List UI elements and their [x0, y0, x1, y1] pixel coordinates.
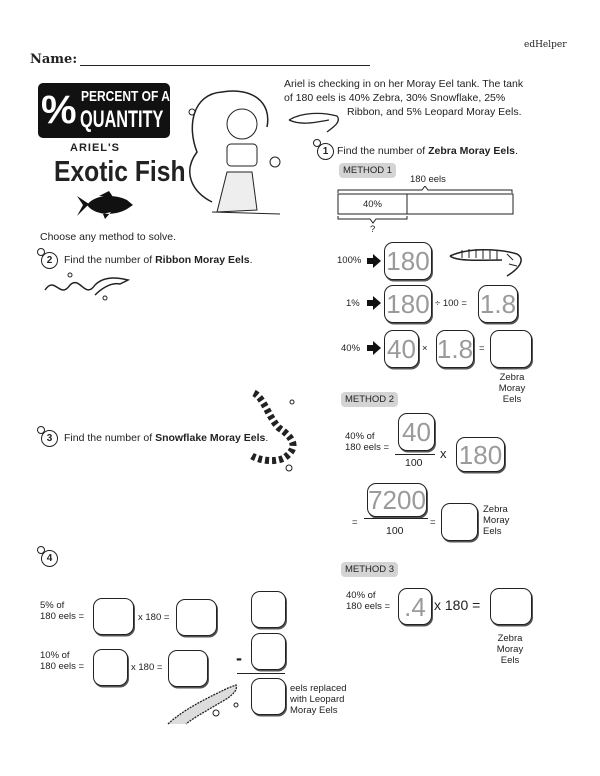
intro-line2: of 180 eels is 40% Zebra, 30% Snowflake,… [284, 92, 506, 104]
row3-box1[interactable]: 40 [384, 330, 419, 368]
q4-subtract-top-box[interactable] [251, 591, 286, 628]
q4-result-box[interactable] [251, 678, 286, 715]
q4-row1-box1[interactable] [93, 598, 134, 635]
row2-percent: 1% [346, 298, 360, 309]
name-label: Name: [30, 52, 78, 67]
row2-box[interactable]: 180 [384, 285, 432, 323]
fraction-bar [364, 518, 428, 519]
method-2-label: METHOD 2 [341, 392, 399, 407]
subtraction-line [237, 673, 285, 674]
method2-equals2: = [430, 517, 436, 528]
zebra-eel-illustration [449, 248, 522, 277]
q4-row1-box2[interactable] [176, 599, 217, 636]
bar-total-label: 180 eels [410, 174, 446, 185]
method2-denominator: 100 [405, 457, 423, 469]
percent-symbol: % [41, 88, 77, 132]
q4-subtract-bottom-box[interactable] [251, 633, 286, 670]
name-input[interactable] [80, 65, 370, 66]
method2-box[interactable]: 180 [456, 437, 505, 472]
eel-illustration [288, 112, 339, 133]
question-3-text: Find the number of Snowflake Moray Eels. [64, 432, 269, 444]
row3-equals: = [479, 343, 485, 354]
bar-part-label: 40% [362, 199, 382, 210]
method3-decimal-box[interactable]: .4 [398, 588, 432, 625]
title-line1: PERCENT OF A [81, 88, 170, 105]
method2-times: x [440, 446, 447, 461]
bar-model [337, 186, 514, 224]
intro-line3: Ribbon, and 5% Leopard Moray Eels. [347, 106, 522, 118]
row2-operator: ÷ 100 = [435, 298, 467, 309]
row1-box[interactable]: 180 [384, 242, 432, 280]
question-number-4: 4 [37, 546, 58, 567]
fish-icon [77, 191, 133, 219]
method1-answer-box[interactable] [490, 330, 532, 368]
row1-percent: 100% [337, 255, 362, 266]
arrow-icon [367, 341, 381, 355]
arrow-icon [367, 254, 381, 268]
minus-sign: - [236, 648, 242, 668]
arrow-icon [367, 296, 381, 310]
mermaid-illustration [188, 90, 281, 215]
q4-row1-operator: x 180 = [138, 612, 170, 623]
question-2-text: Find the number of Ribbon Moray Eels. [64, 254, 253, 266]
q4-row2-operator: x 180 = [131, 662, 163, 673]
q4-row2-box2[interactable] [168, 650, 208, 687]
bar-unknown-label: ? [370, 224, 376, 235]
row3-percent: 40% [341, 343, 361, 354]
method-1-label: METHOD 1 [339, 163, 397, 178]
method2-product-box[interactable]: 7200 [367, 483, 427, 517]
q4-row2-box1[interactable] [93, 649, 128, 686]
row2-result-box[interactable]: 1.8 [478, 285, 518, 323]
question-number-3: 3 [37, 426, 58, 447]
instructions: Choose any method to solve. [40, 231, 176, 243]
question-number-1: 1 [313, 139, 334, 160]
fraction-bar [395, 454, 435, 455]
question-number-2: 2 [37, 248, 58, 269]
snowflake-eel-illustration [250, 389, 297, 472]
method2-answer-box[interactable] [441, 503, 478, 541]
title-banner: % PERCENT OF A QUANTITY [38, 83, 170, 138]
intro-line1: Ariel is checking in on her Moray Eel ta… [284, 78, 524, 90]
leopard-eel-illustration [167, 684, 239, 725]
row3-times: × [422, 343, 428, 354]
subtitle-ariels: ARIEL'S [70, 142, 120, 154]
ribbon-eel-illustration [44, 272, 131, 301]
method2-equals: = [352, 517, 358, 528]
method2-denominator2: 100 [386, 525, 404, 537]
method2-numerator-box[interactable]: 40 [398, 413, 435, 451]
method3-answer-box[interactable] [490, 588, 532, 625]
brand-label: edHelper [524, 40, 567, 50]
question-1-text: Find the number of Zebra Moray Eels. [337, 145, 518, 157]
method3-operator: x 180 = [434, 597, 481, 613]
method-3-label: METHOD 3 [341, 562, 399, 577]
row3-box2[interactable]: 1.8 [436, 330, 474, 368]
title-line2: QUANTITY [80, 106, 164, 133]
subtitle-exotic-fish: Exotic Fish [54, 156, 186, 188]
